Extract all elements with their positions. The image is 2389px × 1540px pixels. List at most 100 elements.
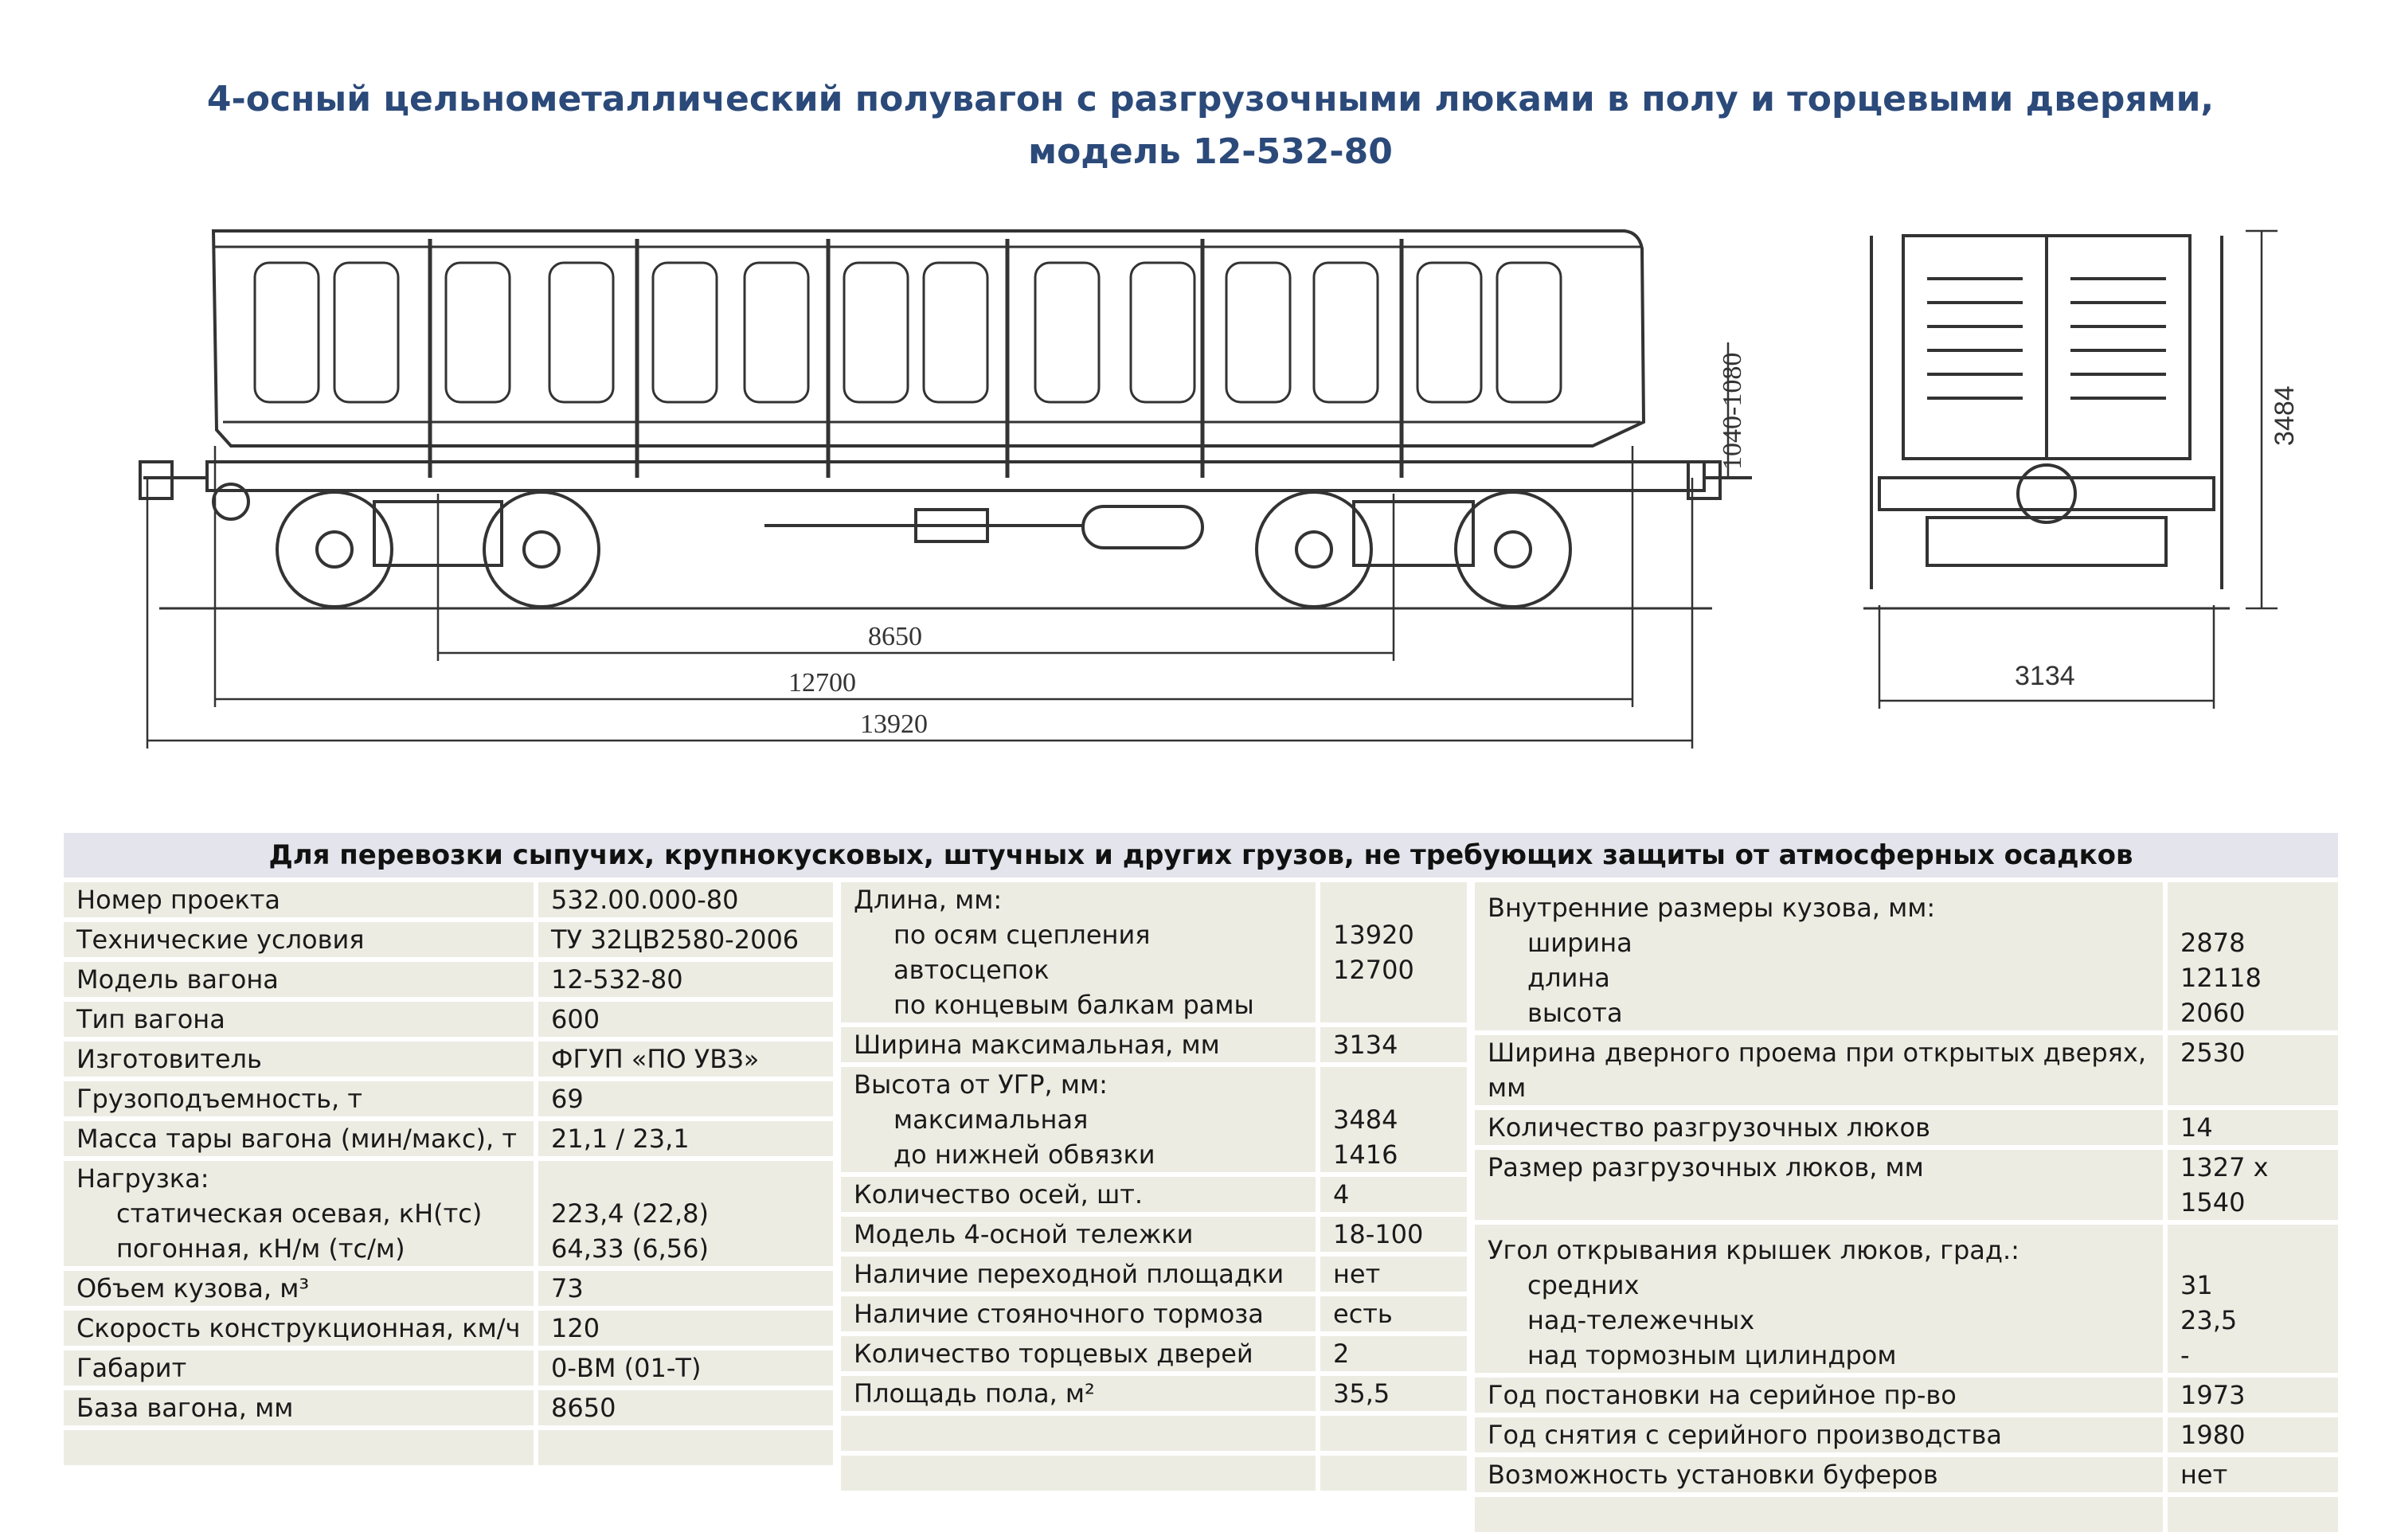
spec-label: Объем кузова, м³: [64, 1271, 534, 1306]
spec-label-group: Высота от УГР, мм: максимальная до нижне…: [841, 1067, 1316, 1172]
spec-value: 69: [538, 1081, 833, 1116]
spec-value: 1327 х 1540: [2168, 1150, 2338, 1220]
spec-row: Нагрузка: статическая осевая, кН(тс) пог…: [64, 1161, 833, 1266]
spec-label: над тормозным цилиндром: [1527, 1340, 1897, 1370]
spec-row: Угол открывания крышек люков, град.: сре…: [1475, 1225, 2338, 1373]
spec-label: до нижней обвязки: [893, 1139, 1155, 1170]
spec-value: нет: [2168, 1457, 2338, 1492]
spec-value: 2530: [2168, 1035, 2338, 1105]
spec-value: 31: [2180, 1270, 2213, 1300]
spec-label: Угол открывания крышек люков, град.:: [1488, 1235, 2020, 1265]
spec-label-group: Длина, мм: по осям сцепления автосцепок …: [841, 882, 1316, 1022]
spec-row: Ширина дверного проема при открытых двер…: [1475, 1035, 2338, 1105]
spec-label: ширина: [1527, 928, 1632, 958]
spec-value: 12700: [1333, 955, 1414, 985]
dim-frame-label: 12700: [788, 668, 856, 698]
spec-row: Высота от УГР, мм: максимальная до нижне…: [841, 1067, 1467, 1172]
spec-column-2: Длина, мм: по осям сцепления автосцепок …: [841, 882, 1467, 1532]
spec-value: 3134: [1320, 1027, 1467, 1062]
spec-value: 14: [2168, 1110, 2338, 1145]
spec-label: длина: [1527, 963, 1610, 993]
spec-value: -: [2180, 1340, 2190, 1370]
spec-label: Номер проекта: [64, 882, 534, 917]
spec-header: Для перевозки сыпучих, крупнокусковых, ш…: [64, 833, 2338, 877]
spec-row-empty: [841, 1416, 1467, 1451]
spec-value-group: 31 23,5 -: [2168, 1225, 2338, 1373]
spec-value: 8650: [538, 1390, 833, 1425]
spec-value: нет: [1320, 1257, 1467, 1292]
spec-value: 35,5: [1320, 1376, 1467, 1411]
spec-value: 21,1 / 23,1: [538, 1121, 833, 1156]
spec-value-group: 223,4 (22,8) 64,33 (6,56): [538, 1161, 833, 1266]
spec-value: 2060: [2180, 998, 2246, 1028]
dim-base-label: 8650: [868, 622, 922, 651]
spec-label-group: Внутренние размеры кузова, мм: ширина дл…: [1475, 882, 2163, 1030]
spec-row: Количество осей, шт.4: [841, 1177, 1467, 1212]
title-line-1: 4-осный цельнометаллический полувагон с …: [206, 79, 2215, 119]
gondola-car-drawing: 8650 12700 13920 1040-1080 3134 3484: [139, 229, 2300, 749]
spec-row: Длина, мм: по осям сцепления автосцепок …: [841, 882, 1467, 1022]
end-view-dimensions: [1878, 229, 2278, 709]
spec-value: 73: [538, 1271, 833, 1306]
spec-label: статическая осевая, кН(тс): [116, 1198, 483, 1229]
spec-value: ТУ 32ЦВ2580-2006: [538, 922, 833, 957]
spec-label: по концевым балкам рамы: [893, 990, 1254, 1020]
spec-label: Масса тары вагона (мин/макс), т: [64, 1121, 534, 1156]
spec-label: над-тележечных: [1527, 1305, 1755, 1335]
spec-row: Внутренние размеры кузова, мм: ширина дл…: [1475, 882, 2338, 1030]
dim-height-label: 3484: [2270, 385, 2300, 446]
spec-label: Количество торцевых дверей: [841, 1336, 1316, 1371]
spec-value: 2878: [2180, 928, 2246, 958]
spec-value: есть: [1320, 1296, 1467, 1331]
spec-value: 1416: [1333, 1139, 1398, 1170]
page-title: 4-осный цельнометаллический полувагон с …: [0, 73, 2389, 178]
spec-label: погонная, кН/м (тс/м): [116, 1233, 405, 1264]
spec-label: Возможность установки буферов: [1475, 1457, 2163, 1492]
side-view: [139, 229, 1752, 610]
spec-label: Модель вагона: [64, 962, 534, 997]
spec-value: 120: [538, 1311, 833, 1346]
spec-label-group: Нагрузка: статическая осевая, кН(тс) пог…: [64, 1161, 534, 1266]
spec-label: Скорость конструкционная, км/ч: [64, 1311, 534, 1346]
spec-label: максимальная: [893, 1104, 1089, 1135]
end-view: [1863, 234, 2230, 610]
spec-value: ФГУП «ПО УВЗ»: [538, 1042, 833, 1077]
spec-label: Нагрузка:: [76, 1163, 209, 1194]
spec-label: Длина, мм:: [854, 885, 1003, 915]
spec-value-group: 13920 12700: [1320, 882, 1467, 1022]
spec-value: 0-ВМ (01-Т): [538, 1350, 833, 1386]
spec-label: средних: [1527, 1270, 1640, 1300]
spec-row-empty: [1475, 1497, 2338, 1532]
spec-label: Технические условия: [64, 922, 534, 957]
spec-label: База вагона, мм: [64, 1390, 534, 1425]
dim-coupler-label: 13920: [860, 709, 928, 739]
spec-label: Габарит: [64, 1350, 534, 1386]
dim-height-range-label: 1040-1080: [1718, 353, 1747, 470]
spec-value: 4: [1320, 1177, 1467, 1212]
spec-label: Ширина дверного проема при открытых двер…: [1475, 1035, 2163, 1105]
spec-label: Модель 4-осной тележки: [841, 1217, 1316, 1252]
spec-label: высота: [1527, 998, 1623, 1028]
spec-value: 13920: [1333, 920, 1414, 950]
spec-label: Год постановки на серийное пр-во: [1475, 1378, 2163, 1413]
spec-value: 600: [538, 1002, 833, 1037]
spec-column-3: Внутренние размеры кузова, мм: ширина дл…: [1475, 882, 2338, 1532]
spec-label: Площадь пола, м²: [841, 1376, 1316, 1411]
spec-value: 12118: [2180, 963, 2262, 993]
